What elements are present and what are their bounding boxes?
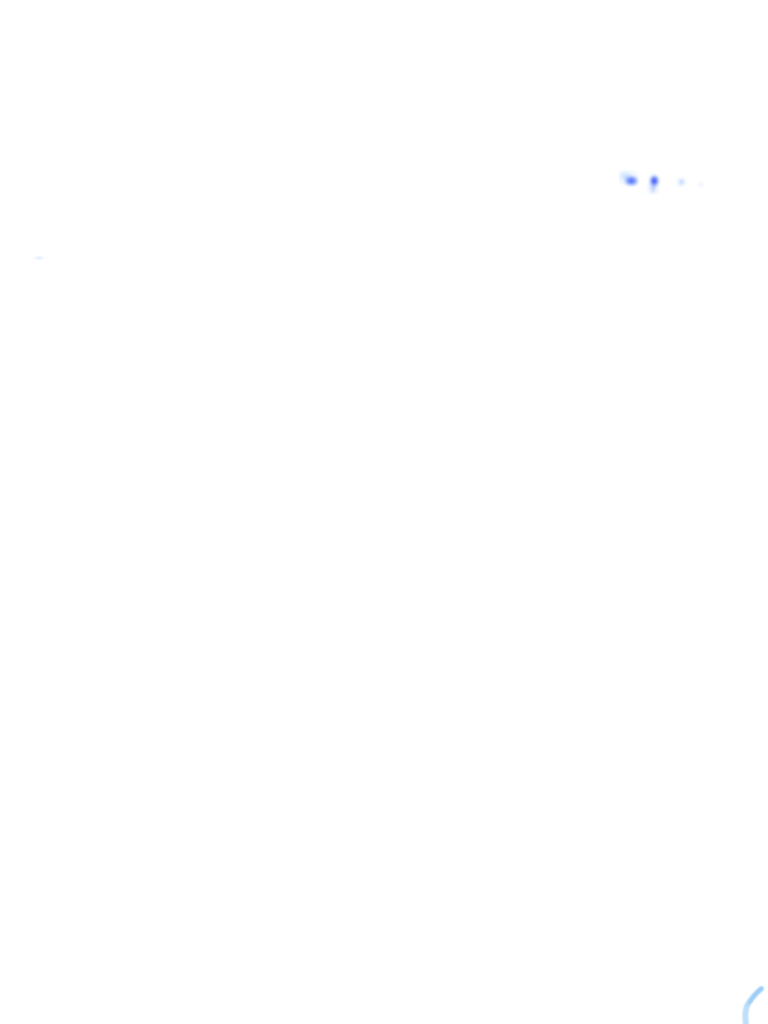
ink-dot-1 [676,177,687,187]
ink-stroke-corner [736,985,768,1024]
ink-blob-a [619,170,639,187]
ink-dot-2 [697,181,705,188]
ink-blob-b [646,172,662,194]
ink-smudge-left [31,254,47,262]
